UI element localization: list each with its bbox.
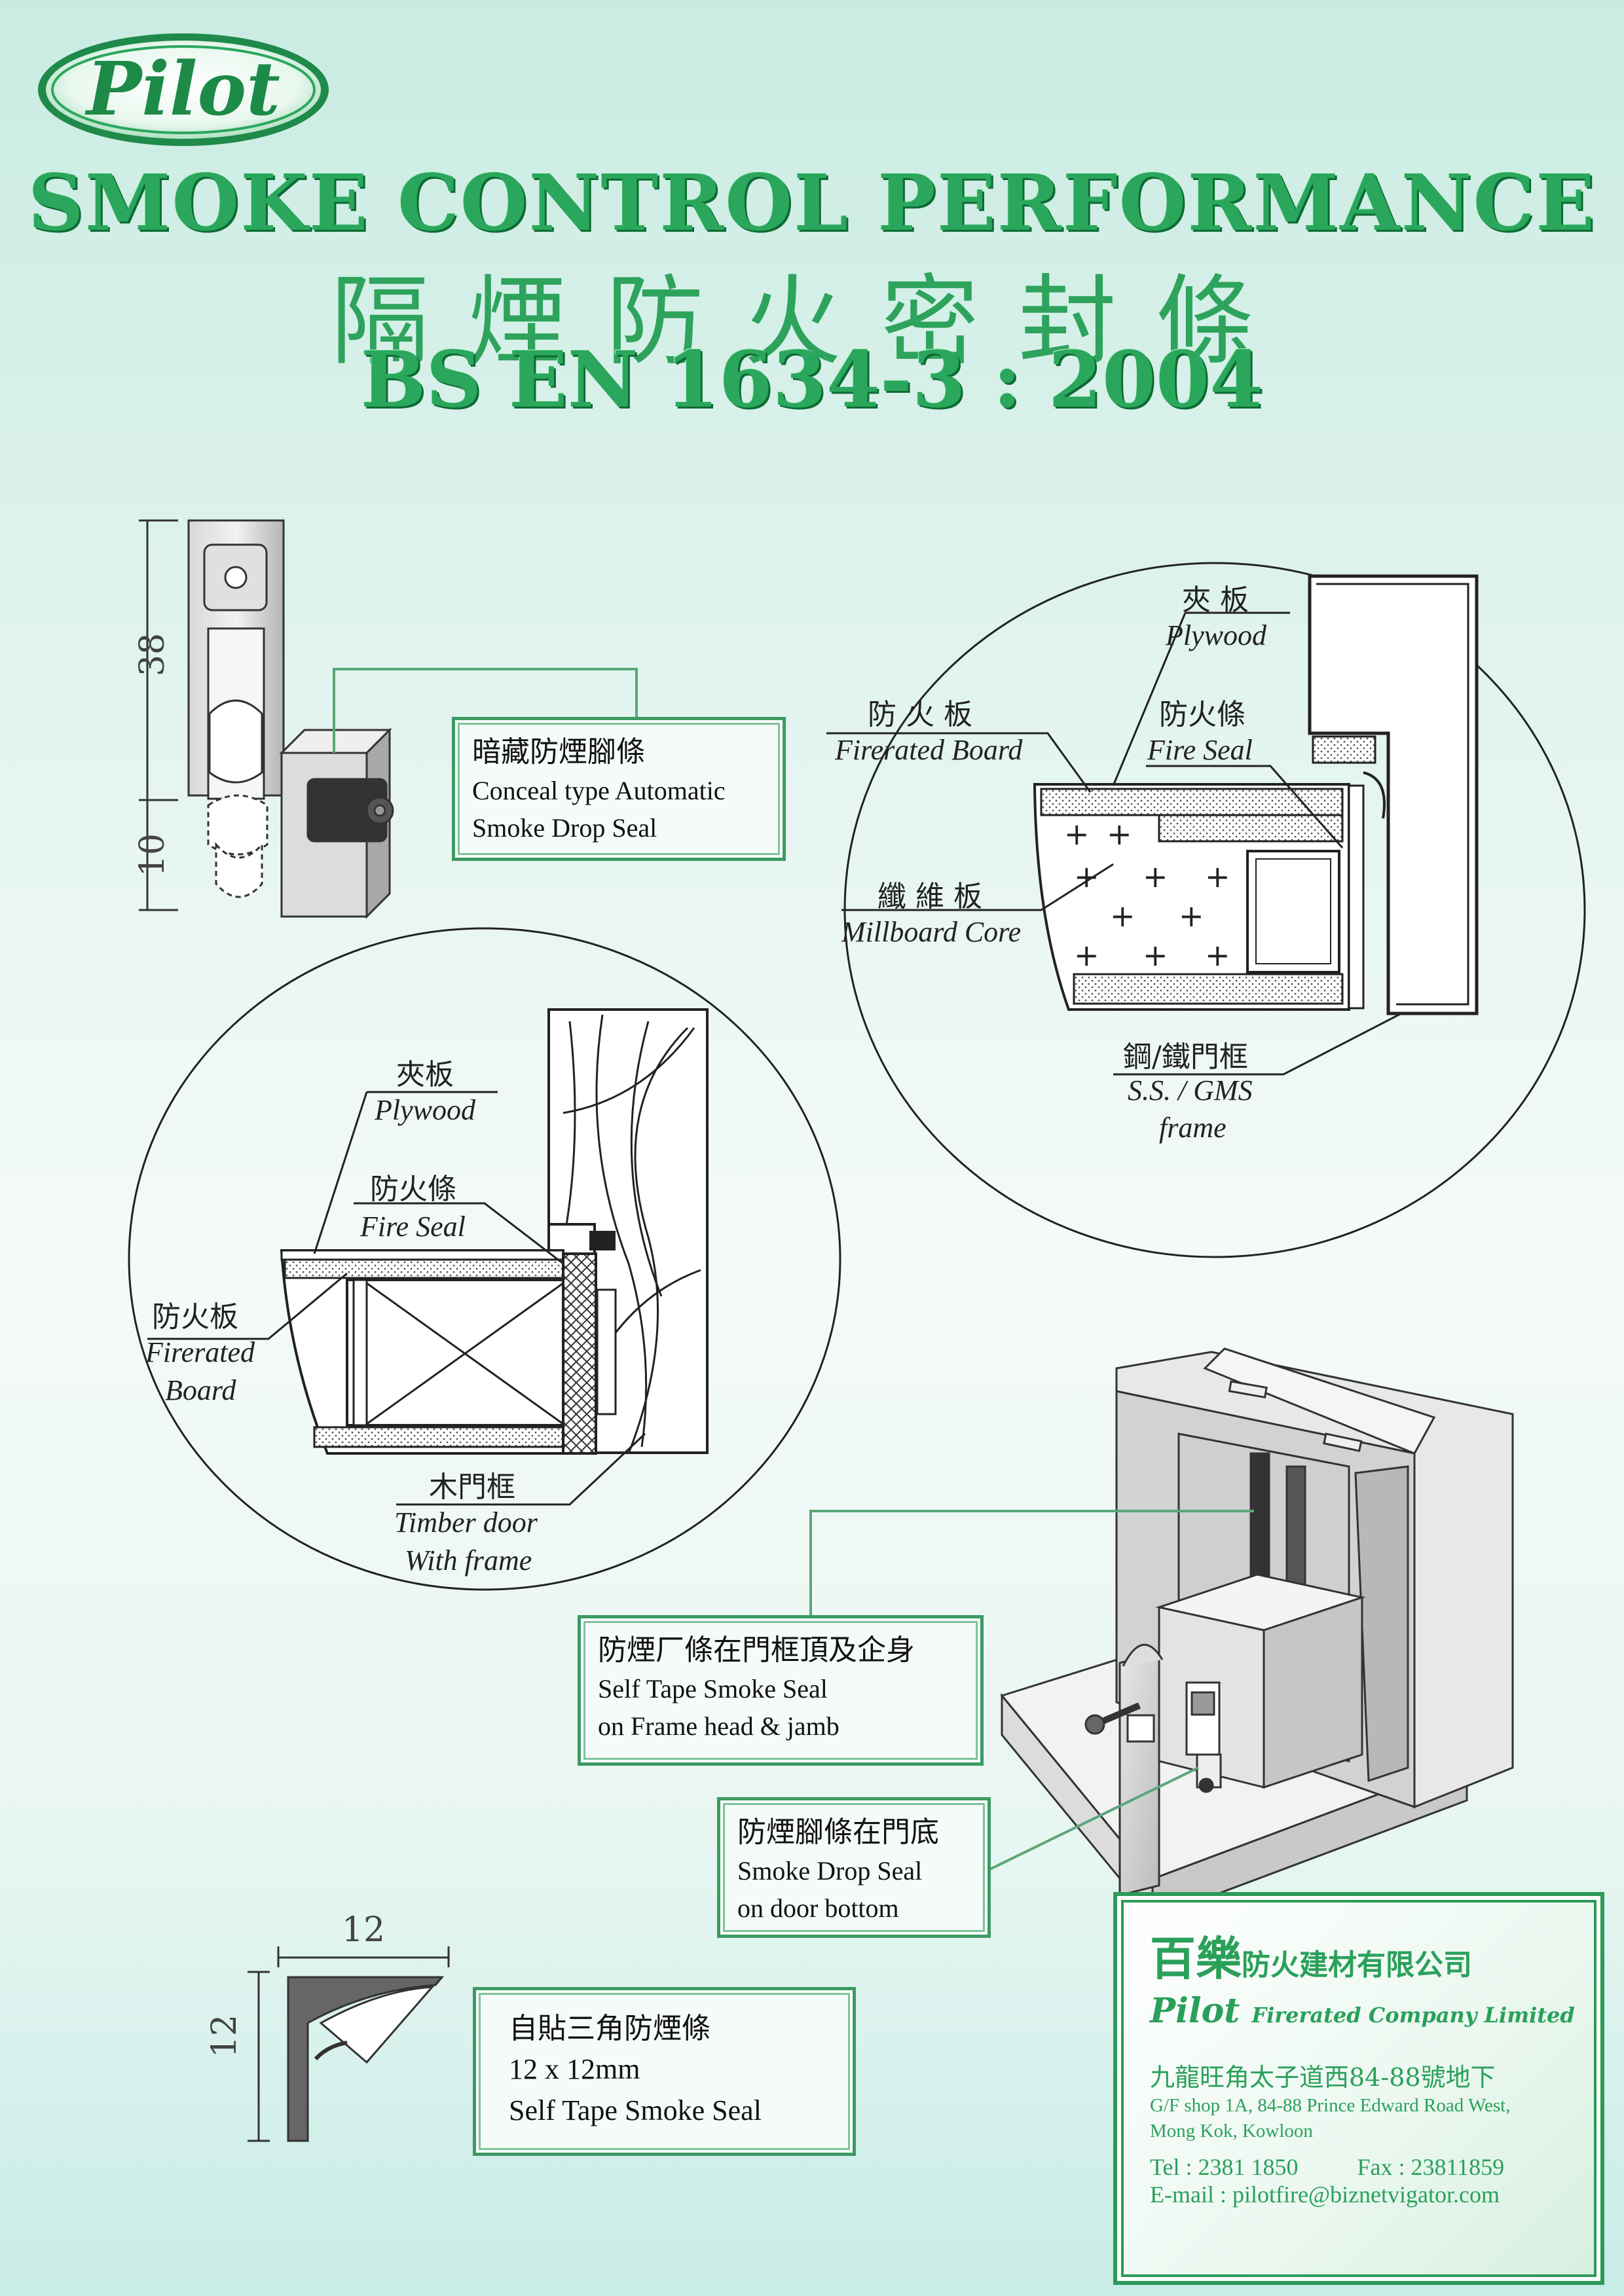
company-info-box: 百樂防火建材有限公司 Pilot Firerated Company Limit… <box>1113 1892 1604 2285</box>
door-assembly-3d <box>1000 1347 1514 1922</box>
company-name-cn: 百樂防火建材有限公司 <box>1150 1922 1568 1988</box>
drop-seal-label-en-1: Conceal type Automatic <box>472 776 726 806</box>
label-firerated-en-left-1: Firerated <box>145 1336 255 1368</box>
company-email[interactable]: E-mail : pilotfire@biznetvigator.com <box>1150 2181 1500 2208</box>
company-name-cn-small: 防火建材有限公司 <box>1242 1948 1472 1982</box>
triangle-seal-label-cn: 自貼三角防煙條 <box>509 2013 710 2045</box>
svg-text:+: + <box>1205 938 1230 973</box>
triangle-seal-label-en: Self Tape Smoke Seal <box>509 2094 762 2126</box>
triangle-dim-width: 12 <box>342 1910 385 1950</box>
triangle-seal-profile <box>248 1946 450 2142</box>
label-firerated-en-left-2: Board <box>165 1374 236 1406</box>
label-millboard-en: Millboard Core <box>841 916 1022 948</box>
page-title: SMOKE CONTROL PERFORMANCE <box>28 157 1596 248</box>
company-name-en-small: Firerated Company Limited <box>1251 2003 1575 2028</box>
logo-text: Pilot <box>84 46 280 132</box>
company-tel: Tel : 2381 1850 <box>1150 2154 1299 2181</box>
steel-frame-section-circle: ++ +++ ++ +++ <box>826 562 1586 1258</box>
drop-seal-dim-10: 10 <box>133 833 172 877</box>
label-timber-en-2: With frame <box>405 1544 532 1576</box>
drop-seal-label-cn: 暗藏防煙腳條 <box>472 736 645 768</box>
label-plywood-en-left: Plywood <box>375 1094 475 1126</box>
bottom-seal-label-cn: 防煙腳條在門底 <box>737 1816 939 1848</box>
label-fireseal-en-left: Fire Seal <box>360 1211 466 1243</box>
bottom-seal-label-box: 防煙腳條在門底 Smoke Drop Seal on door bottom <box>717 1797 991 1938</box>
label-fireseal-en-right: Fire Seal <box>1147 734 1253 766</box>
company-fax: Fax : 23811859 <box>1357 2154 1505 2181</box>
tape-seal-label-box: 防煙厂條在門框頂及企身 Self Tape Smoke Seal on Fram… <box>578 1615 984 1766</box>
label-firerated-cn-right: 防 火 板 <box>868 698 972 731</box>
label-timber-en-1: Timber door <box>394 1506 538 1539</box>
drop-seal-label-en-2: Smoke Drop Seal <box>472 813 657 843</box>
triangle-seal-size: 12 x 12mm <box>509 2053 640 2086</box>
label-steel-frame-en-1: S.S. / GMS <box>1128 1074 1253 1106</box>
company-name-en-big: Pilot <box>1150 1991 1240 2031</box>
label-steel-frame-en-2: frame <box>1159 1112 1227 1144</box>
drop-seal-dim-38: 38 <box>133 633 172 676</box>
label-timber-cn: 木門框 <box>429 1470 515 1504</box>
label-plywood-en-right: Plywood <box>1166 619 1266 651</box>
svg-text:+: + <box>1143 938 1168 973</box>
tape-seal-label-en-1: Self Tape Smoke Seal <box>598 1674 828 1704</box>
tape-seal-label-en-2: on Frame head & jamb <box>598 1711 840 1741</box>
label-plywood-cn-left: 夾板 <box>396 1058 454 1091</box>
bottom-seal-label-en-2: on door bottom <box>737 1893 899 1923</box>
triangle-dim-height: 12 <box>205 2014 244 2058</box>
drop-seal-label-box: 暗藏防煙腳條 Conceal type Automatic Smoke Drop… <box>452 717 786 861</box>
label-plywood-cn-right: 夾 板 <box>1182 583 1249 617</box>
svg-text:+: + <box>1110 898 1135 934</box>
svg-text:+: + <box>1074 938 1099 973</box>
company-name-en: Pilot Firerated Company Limited <box>1150 1991 1575 2031</box>
page-title-chinese: 隔煙防火密封條 <box>330 265 1293 379</box>
standard-code: BS EN 1634-3 : 2004 <box>360 334 1264 425</box>
label-steel-frame-cn: 鋼/鐵門框 <box>1123 1040 1248 1074</box>
svg-text:+: + <box>1179 898 1204 934</box>
label-millboard-cn: 纖 維 板 <box>877 880 982 913</box>
bottom-seal-label-en-1: Smoke Drop Seal <box>737 1856 923 1886</box>
drop-seal-profile <box>139 519 394 919</box>
timber-frame-section-circle <box>128 927 841 1591</box>
label-firerated-en-right: Firerated Board <box>835 734 1023 766</box>
svg-text:+: + <box>1064 816 1090 852</box>
svg-text:+: + <box>1205 859 1230 894</box>
pilot-logo: Pilot <box>33 29 334 151</box>
label-firerated-cn-left: 防火板 <box>152 1300 238 1334</box>
svg-text:+: + <box>1143 859 1168 894</box>
company-address-en-2: Mong Kok, Kowloon <box>1150 2121 1313 2142</box>
tape-seal-label-cn: 防煙厂條在門框頂及企身 <box>598 1634 915 1666</box>
triangle-seal-label-box: 自貼三角防煙條 12 x 12mm Self Tape Smoke Seal <box>473 1987 856 2156</box>
label-fireseal-cn-right: 防火條 <box>1159 698 1246 731</box>
label-fireseal-cn-left: 防火條 <box>370 1173 456 1206</box>
company-phones: Tel : 2381 1850 Fax : 23811859 <box>1150 2153 1568 2181</box>
company-name-cn-big: 百樂 <box>1150 1931 1242 1986</box>
svg-text:+: + <box>1107 816 1132 852</box>
company-address-cn: 九龍旺角太子道西84-88號地下 <box>1150 2063 1496 2092</box>
company-address-en-1: G/F shop 1A, 84-88 Prince Edward Road We… <box>1150 2095 1511 2116</box>
